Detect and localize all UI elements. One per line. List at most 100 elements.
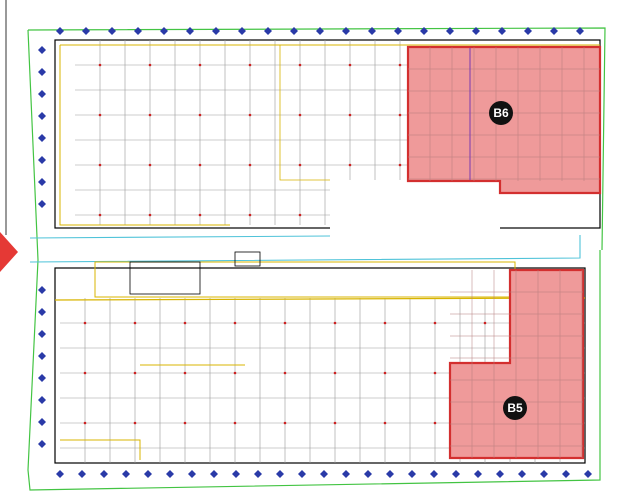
perimeter-marker: [166, 470, 174, 478]
column-dot: [333, 371, 337, 375]
column-dot: [183, 321, 187, 325]
perimeter-marker: [38, 200, 46, 208]
perimeter-marker: [562, 470, 570, 478]
column-dot: [198, 63, 202, 67]
upper-building: [54, 39, 601, 229]
unit-badge-b5: [503, 396, 527, 420]
perimeter-marker: [38, 396, 46, 404]
unit-b6[interactable]: B6: [406, 45, 602, 195]
perimeter-marker: [38, 178, 46, 186]
column-dot: [198, 113, 202, 117]
column-dot: [133, 321, 137, 325]
column-dot: [283, 321, 287, 325]
perimeter-marker: [290, 27, 298, 35]
column-dot: [248, 213, 252, 217]
column-dot: [148, 63, 152, 67]
perimeter-marker: [420, 27, 428, 35]
column-dot: [148, 163, 152, 167]
perimeter-marker: [38, 156, 46, 164]
column-dot: [248, 113, 252, 117]
perimeter-marker: [38, 286, 46, 294]
column-dot: [198, 163, 202, 167]
perimeter-marker: [38, 90, 46, 98]
column-dot: [233, 321, 237, 325]
perimeter-marker: [550, 27, 558, 35]
perimeter-marker: [38, 112, 46, 120]
perimeter-marker: [38, 352, 46, 360]
column-dot: [383, 421, 387, 425]
perimeter-marker: [38, 68, 46, 76]
perimeter-marker: [364, 470, 372, 478]
perimeter-marker: [212, 27, 220, 35]
column-dot: [98, 213, 102, 217]
perimeter-marker: [386, 470, 394, 478]
column-dot: [298, 163, 302, 167]
column-dot: [248, 163, 252, 167]
perimeter-marker: [38, 308, 46, 316]
perimeter-marker: [474, 470, 482, 478]
column-dot: [348, 163, 352, 167]
column-dot: [433, 371, 437, 375]
perimeter-marker: [394, 27, 402, 35]
perimeter-marker: [188, 470, 196, 478]
unit-label-b5: B5: [507, 401, 523, 415]
perimeter-marker: [264, 27, 272, 35]
column-dot: [148, 213, 152, 217]
perimeter-marker: [186, 27, 194, 35]
perimeter-marker: [498, 27, 506, 35]
column-dot: [298, 63, 302, 67]
column-dot: [348, 113, 352, 117]
service-corridor: [29, 235, 581, 263]
perimeter-marker: [408, 470, 416, 478]
column-dot: [83, 321, 87, 325]
column-dot: [283, 421, 287, 425]
column-dot: [98, 163, 102, 167]
column-dot: [133, 421, 137, 425]
perimeter-marker: [320, 470, 328, 478]
column-dot: [333, 321, 337, 325]
perimeter-marker: [452, 470, 460, 478]
column-dot: [83, 421, 87, 425]
perimeter-marker: [38, 374, 46, 382]
column-dot: [233, 421, 237, 425]
entrance-arrow-icon[interactable]: [0, 232, 18, 272]
column-dot: [398, 163, 402, 167]
perimeter-marker: [56, 470, 64, 478]
perimeter-marker: [134, 27, 142, 35]
perimeter-marker: [540, 470, 548, 478]
perimeter-marker: [232, 470, 240, 478]
column-dot: [433, 421, 437, 425]
column-dot: [298, 113, 302, 117]
perimeter-marker: [576, 27, 584, 35]
column-dot: [333, 421, 337, 425]
column-dot: [98, 63, 102, 67]
column-dot: [298, 213, 302, 217]
perimeter-marker: [238, 27, 246, 35]
perimeter-marker: [368, 27, 376, 35]
perimeter-marker: [316, 27, 324, 35]
perimeter-marker: [144, 470, 152, 478]
perimeter-markers: [38, 27, 592, 478]
column-dot: [433, 321, 437, 325]
perimeter-marker: [108, 27, 116, 35]
column-dot: [183, 421, 187, 425]
perimeter-marker: [342, 27, 350, 35]
perimeter-marker: [122, 470, 130, 478]
perimeter-marker: [298, 470, 306, 478]
site-perimeter: [27, 27, 606, 491]
perimeter-marker: [38, 418, 46, 426]
perimeter-marker: [56, 27, 64, 35]
perimeter-marker: [78, 470, 86, 478]
column-dot: [398, 113, 402, 117]
perimeter-marker: [472, 27, 480, 35]
perimeter-marker: [38, 134, 46, 142]
column-dot: [383, 321, 387, 325]
column-dot: [398, 63, 402, 67]
unit-label-b6: B6: [493, 106, 509, 120]
perimeter-marker: [100, 470, 108, 478]
perimeter-marker: [446, 27, 454, 35]
unit-b5[interactable]: B5: [448, 268, 585, 460]
perimeter-marker: [160, 27, 168, 35]
column-dot: [348, 63, 352, 67]
